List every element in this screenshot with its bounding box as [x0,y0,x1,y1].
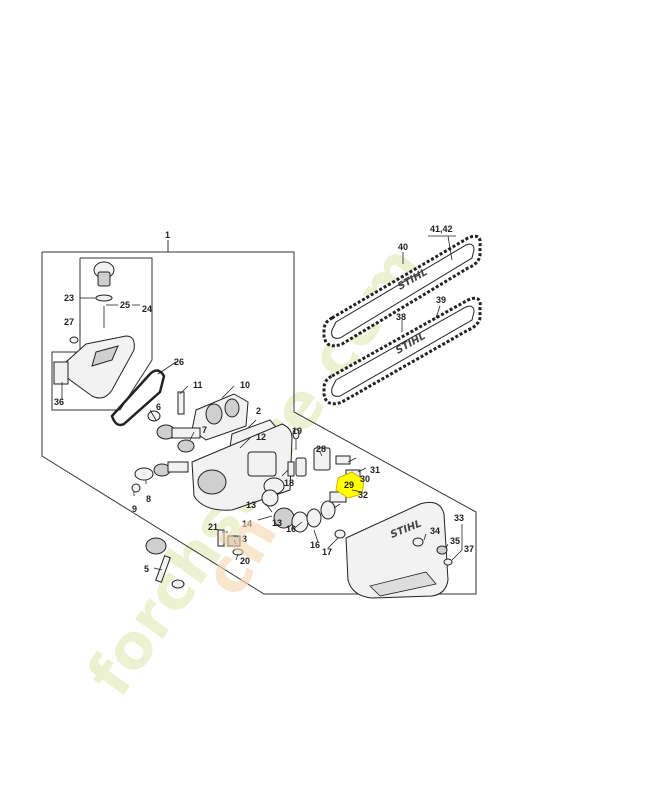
gearbox-housing [191,423,293,511]
label-3: 3 [242,534,247,544]
label-5: 5 [144,564,149,574]
label-25: 25 [120,300,130,310]
label-29: 29 [344,480,354,490]
pinion-shaft [145,529,244,589]
label-34: 34 [430,526,440,536]
label-11: 11 [193,380,203,390]
highlight-marker [335,471,365,499]
gear-shafts [131,410,201,493]
label-21: 21 [208,522,218,532]
oil-tank-subbox [51,257,153,411]
label-35: 35 [450,536,460,546]
label-9: 9 [132,504,137,514]
label-38: 38 [396,312,406,322]
label-41-42: 41,42 [430,224,453,234]
label-13b: 13 [272,518,282,528]
label-24: 24 [142,304,152,314]
label-40: 40 [398,242,408,252]
label-12: 12 [256,432,266,442]
label-6: 6 [156,402,161,412]
sprocket-washers [261,428,346,539]
main-assembly-frame [41,240,477,595]
label-8: 8 [146,494,151,504]
highlighted-part-29[interactable] [335,471,365,499]
label-2: 2 [256,406,261,416]
label-16a: 16 [286,524,296,534]
part-labels: 1 2 3 5 6 7 8 9 10 11 12 13 13 14 16 16 … [54,224,474,574]
label-14: 14 [242,519,252,529]
gasket [110,369,166,427]
label-27: 27 [64,317,74,327]
label-26: 26 [174,357,184,367]
label-39: 39 [436,295,446,305]
label-16b: 16 [310,540,320,550]
label-19: 19 [292,426,302,436]
sprocket-cover: STIHL [345,501,453,599]
label-20: 20 [240,556,250,566]
label-32: 32 [358,490,368,500]
label-36: 36 [54,397,64,407]
label-7: 7 [202,425,207,435]
label-30: 30 [360,474,370,484]
label-18: 18 [284,478,294,488]
label-13a: 13 [246,500,256,510]
label-17: 17 [322,547,332,557]
label-28: 28 [316,444,326,454]
label-37: 37 [464,544,474,554]
leader-lines [61,235,463,571]
label-10: 10 [240,380,250,390]
label-1: 1 [165,230,170,240]
label-33: 33 [454,513,464,523]
label-31: 31 [370,465,380,475]
label-23: 23 [64,293,74,303]
oil-tank [53,261,135,399]
